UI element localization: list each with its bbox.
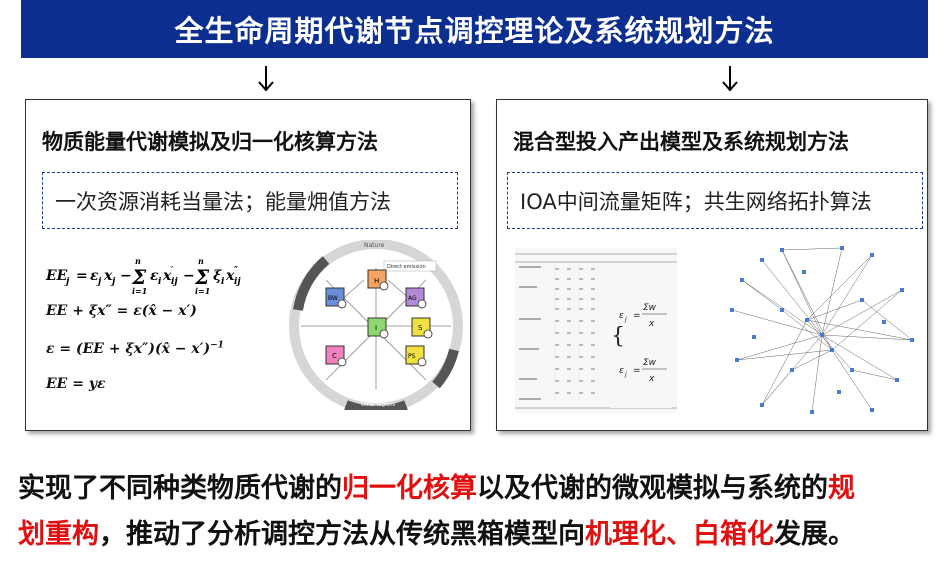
formula-1: EE j = ε j x j − Σ n i=1 ε i x ′ ij − Σ …: [45, 256, 266, 300]
svg-text:=: =: [633, 311, 641, 321]
bottom-statement-line-2: 划重构，推动了分析调控方法从传统黑箱模型向机理化、白箱化发展。: [18, 512, 855, 551]
formula-3: ε = (EE + ξx″)(x̂ − x′)−1: [46, 340, 224, 357]
right-panel: 混合型投入产出模型及系统规划方法 IOA中间流量矩阵；共生网络拓扑算法: [496, 99, 928, 431]
bottom-text: 以及代谢的微观模拟与系统的: [477, 473, 828, 504]
svg-text:i: i: [158, 277, 162, 287]
svg-text:=: =: [633, 366, 641, 376]
svg-text:j: j: [64, 277, 70, 287]
bottom-text: 实现了不同种类物质代谢的: [18, 473, 342, 504]
svg-text:S: S: [418, 324, 423, 332]
svg-text:j: j: [96, 277, 102, 287]
svg-text:ε: ε: [150, 268, 159, 284]
svg-text:−: −: [183, 268, 195, 284]
svg-text:n: n: [135, 256, 141, 266]
symbiosis-network-image: [730, 246, 914, 414]
svg-text:=: =: [76, 268, 88, 284]
svg-text:H: H: [374, 277, 379, 285]
ioa-matrix-table-image: { ε j = Σw x ε j = Σw x: [515, 248, 677, 413]
right-method-text: IOA中间流量矩阵；共生网络拓扑算法: [520, 189, 872, 214]
svg-text:I: I: [375, 324, 377, 332]
svg-text:Σ: Σ: [194, 265, 210, 289]
metabolism-cycle-diagram: Nature Other regions Direct emission H B…: [289, 240, 463, 410]
svg-text:ε: ε: [619, 366, 624, 376]
svg-text:′: ′: [171, 266, 174, 276]
left-method-box: 一次资源消耗当量法；能量㶲值方法: [42, 172, 458, 229]
node-c: C: [325, 345, 347, 367]
svg-text:ε: ε: [619, 311, 624, 321]
svg-text:x: x: [648, 319, 655, 329]
svg-text:Σ: Σ: [131, 265, 147, 289]
bottom-statement-line-1: 实现了不同种类物质代谢的归一化核算以及代谢的微观模拟与系统的规: [18, 466, 855, 505]
node-h: H: [367, 269, 389, 291]
svg-text:−: −: [120, 268, 132, 284]
svg-text:x: x: [162, 268, 172, 284]
highlight-text: 规: [828, 473, 855, 504]
svg-text:Σw: Σw: [643, 358, 657, 368]
node-bw: BW: [325, 287, 347, 309]
svg-text:″: ″: [234, 266, 238, 276]
bottom-text: ，推动了分析调控方法从传统黑箱模型向: [99, 519, 585, 550]
svg-text:{: {: [611, 324, 625, 349]
svg-text:AG: AG: [408, 295, 417, 302]
formula-4: EE = yε: [46, 376, 106, 392]
svg-text:ξ: ξ: [213, 268, 222, 284]
node-s: S: [411, 317, 433, 339]
highlight-text: 划重构: [18, 519, 99, 550]
svg-text:C: C: [332, 352, 337, 360]
svg-text:EE: EE: [45, 268, 68, 284]
svg-text:PS: PS: [408, 353, 416, 360]
svg-text:ij: ij: [234, 277, 241, 287]
highlight-text: 机理化、白箱化: [585, 519, 774, 550]
svg-text:i: i: [221, 277, 225, 287]
page-title-banner: 全生命周期代谢节点调控理论及系统规划方法: [21, 0, 928, 58]
page-title: 全生命周期代谢节点调控理论及系统规划方法: [174, 14, 775, 48]
other-regions-label: Other regions: [361, 402, 396, 408]
svg-text:BW: BW: [328, 295, 338, 302]
left-panel-title: 物质能量代谢模拟及归一化核算方法: [42, 130, 378, 154]
nature-label: Nature: [364, 242, 385, 249]
svg-text:i=1: i=1: [195, 286, 210, 296]
svg-text:j: j: [624, 316, 627, 323]
node-ps: PS: [405, 345, 427, 367]
down-arrow-icon: [722, 66, 738, 92]
left-panel: 物质能量代谢模拟及归一化核算方法 一次资源消耗当量法；能量㶲值方法 EE j =…: [25, 99, 471, 431]
highlight-text: 归一化核算: [342, 473, 477, 504]
svg-text:i=1: i=1: [132, 286, 147, 296]
bottom-text: 发展。: [774, 519, 855, 550]
svg-text:ij: ij: [171, 277, 178, 287]
svg-text:j: j: [624, 371, 627, 378]
svg-text:x: x: [103, 268, 113, 284]
direct-emission-label: Direct emission: [387, 264, 426, 270]
svg-text:x: x: [225, 268, 235, 284]
formula-2: EE + ξx″ = ε(x̂ − x′): [46, 303, 197, 319]
node-i: I: [367, 317, 389, 339]
node-ag: AG: [405, 287, 427, 309]
down-arrow-icon: [258, 66, 274, 92]
svg-text:Σw: Σw: [643, 303, 657, 313]
svg-text:n: n: [198, 256, 204, 266]
right-method-box: IOA中间流量矩阵；共生网络拓扑算法: [507, 172, 923, 229]
right-panel-title: 混合型投入产出模型及系统规划方法: [513, 130, 849, 154]
svg-text:j: j: [110, 277, 116, 287]
left-method-text: 一次资源消耗当量法；能量㶲值方法: [55, 189, 391, 214]
svg-text:x: x: [648, 374, 655, 384]
svg-text:ε: ε: [90, 268, 99, 284]
